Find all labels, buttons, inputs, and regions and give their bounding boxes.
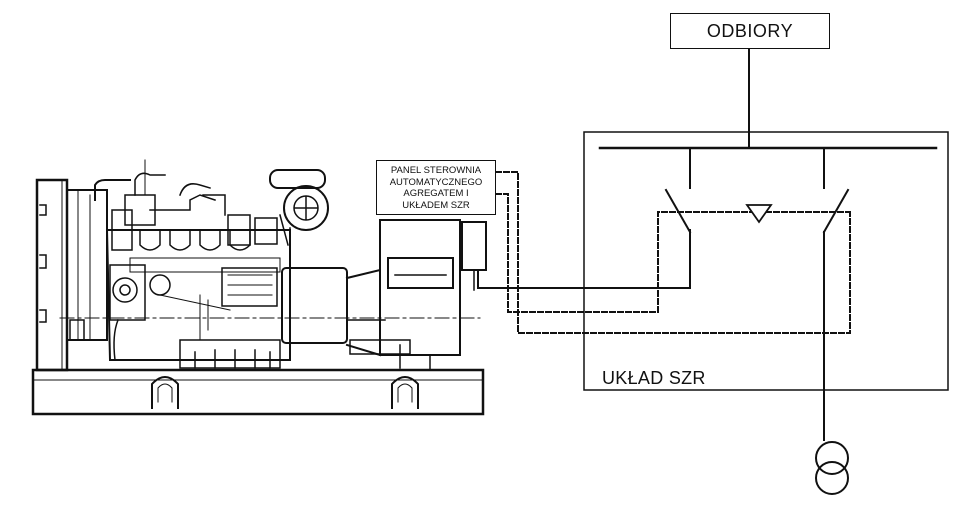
control-panel-label: PANEL STEROWNIA AUTOMATYCZNEGO AGREGATEM… (376, 160, 496, 215)
panel-label-line: AUTOMATYCZNEGO (389, 176, 483, 188)
switch-grid (822, 147, 850, 441)
szr-label: UKŁAD SZR (602, 368, 706, 388)
interlock-triangle (745, 204, 773, 224)
szr-enclosure (583, 131, 949, 391)
loads-label: ODBIORY (670, 13, 830, 49)
transformer-icon (815, 441, 849, 495)
panel-label-line: PANEL STEROWNIA (390, 165, 482, 176)
panel-label-line: UKŁADEM SZR (402, 199, 470, 211)
control-link-dashed (495, 171, 851, 334)
switch-generator (664, 147, 692, 289)
generator-set-drawing (31, 159, 487, 416)
panel-label-line: AGREGATEM I (403, 188, 469, 199)
